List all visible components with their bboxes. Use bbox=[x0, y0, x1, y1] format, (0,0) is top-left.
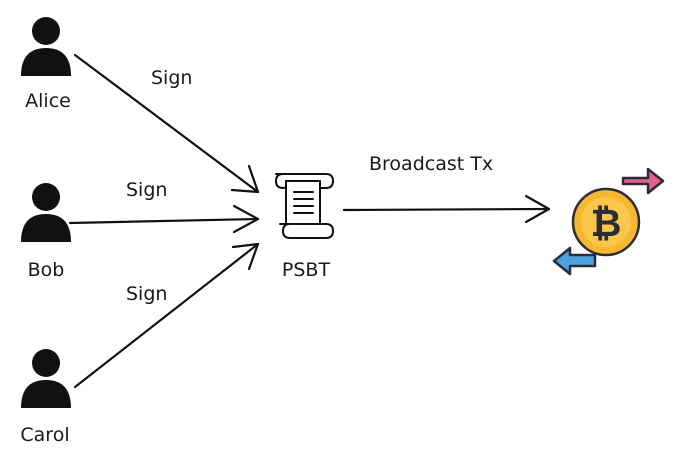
signer-name-alice: Alice bbox=[25, 90, 71, 112]
arrow-alice-to-psbt bbox=[73, 53, 260, 194]
person-icon-bob bbox=[21, 183, 71, 242]
bitcoin-exchange-icon: ₿ bbox=[552, 167, 665, 276]
signer-name-bob: Bob bbox=[27, 259, 65, 281]
arrow-bob-to-psbt bbox=[68, 204, 260, 234]
sign-label-alice: Sign bbox=[151, 67, 193, 89]
broadcast-label: Broadcast Tx bbox=[369, 153, 494, 175]
signer-name-carol: Carol bbox=[20, 424, 70, 446]
sign-label-bob: Sign bbox=[126, 179, 168, 201]
scroll-icon bbox=[275, 173, 334, 239]
arrow-carol-to-psbt bbox=[73, 242, 260, 389]
person-icon-alice bbox=[21, 17, 71, 76]
person-icon-carol bbox=[21, 349, 71, 408]
svg-text:₿: ₿ bbox=[591, 201, 622, 245]
arrow-psbt-to-bitcoin bbox=[342, 194, 551, 224]
sign-label-carol: Sign bbox=[126, 283, 168, 305]
psbt-label: PSBT bbox=[281, 259, 331, 281]
